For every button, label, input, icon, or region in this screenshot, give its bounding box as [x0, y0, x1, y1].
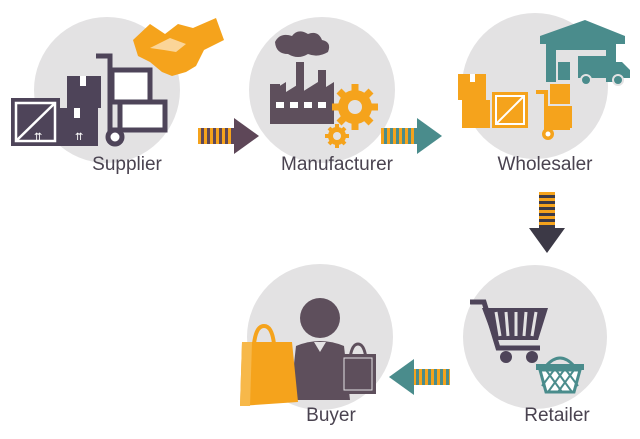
buyer-label: Buyer: [306, 405, 356, 426]
supplier-label: Supplier: [92, 154, 162, 175]
manufacturer-label: Manufacturer: [281, 154, 393, 175]
wholesaler-label: Wholesaler: [497, 154, 593, 175]
factory-icon: [270, 31, 334, 124]
basket-icon: [536, 356, 584, 394]
arrow-left-icon: [389, 359, 450, 395]
handshake-icon: [133, 18, 224, 76]
arrow-right-icon: [198, 118, 259, 154]
hand-truck-icon: [96, 53, 168, 147]
shopping-bag-small-icon: [340, 342, 376, 394]
shopping-bag-icon: [240, 323, 298, 406]
boxes-icon: ⇈ ⇈: [11, 76, 101, 146]
arrow-down-icon: [529, 192, 565, 253]
person-icon: [290, 298, 350, 400]
retailer-label: Retailer: [524, 405, 590, 426]
shopping-cart-icon: [470, 299, 548, 363]
arrow-right-icon: [381, 118, 442, 154]
svg-text:⇈: ⇈: [75, 132, 83, 143]
pallet-boxes-icon: [458, 74, 572, 140]
delivery-truck-icon: [578, 56, 630, 86]
gears-icon: [325, 84, 378, 148]
svg-text:⇈: ⇈: [34, 132, 42, 143]
